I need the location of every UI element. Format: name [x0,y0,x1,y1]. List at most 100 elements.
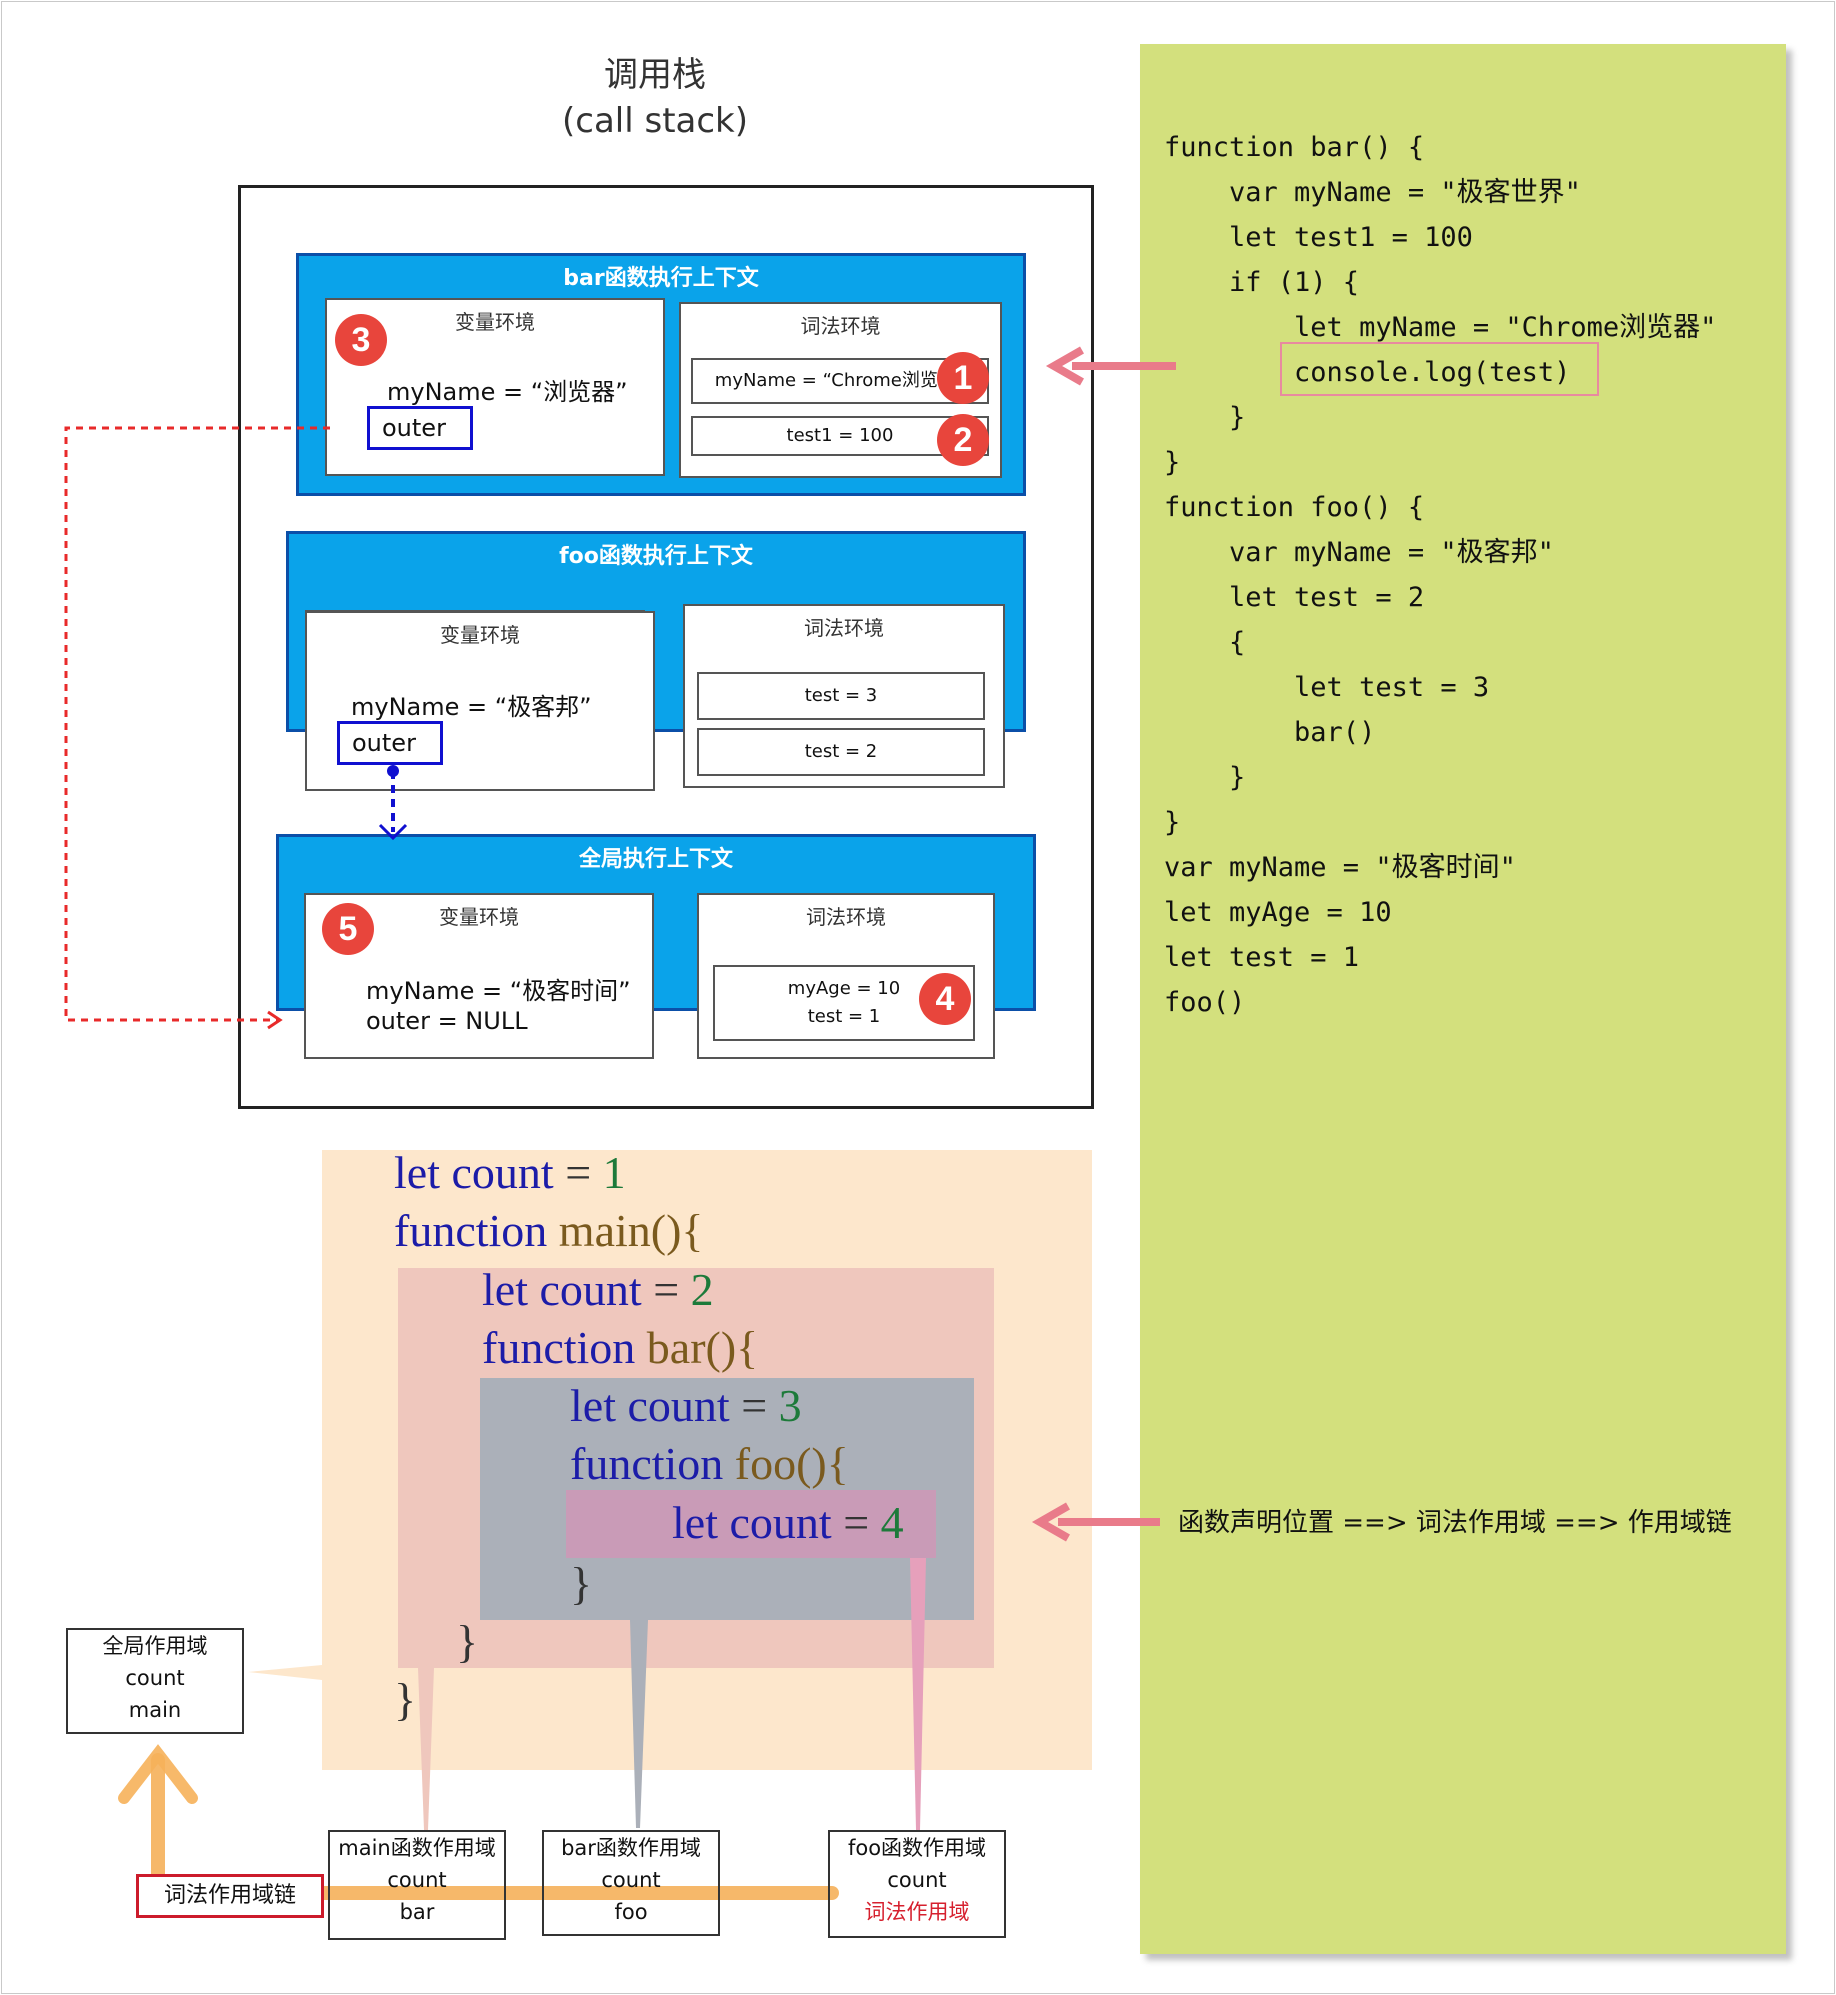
code-line: let myName = "Chrome浏览器" [1164,312,1717,343]
foo-execution-context: foo函数执行上下文 变量环境 myName = “极客邦” outer 词法环… [286,531,1026,791]
env-title: 变量环境 [439,905,519,929]
foo-variable-environment-box: 变量环境 myName = “极客邦” outer [305,611,655,791]
global-lex-line: myAge = 10 [787,978,901,999]
code-line: console.log(test) [1164,357,1571,388]
env-title: 词法环境 [800,314,881,338]
global-variable-environment: 变量环境 myName = “极客时间” outer = NULL 5 [304,893,654,1059]
operator: = [553,1147,603,1198]
bar-lexical-environment: 词法环境 myName = “Chrome浏览器” test1 = 100 1 … [679,302,1002,478]
code-line: bar() [1164,717,1376,748]
function-name: foo(){ [723,1438,849,1489]
code-line: } [1164,447,1181,478]
scope-title: bar函数作用域 [561,1836,701,1860]
scope-item: count [387,1868,447,1892]
badge-3: 3 [335,314,387,366]
scope-code-line: let count = 2 [482,1262,714,1318]
code-line: function foo() { [1164,492,1425,523]
badge-4: 4 [919,973,971,1025]
pink-arrowhead-top [1045,346,1084,386]
code-line: let test = 1 [1164,942,1360,973]
bar-outer-arrowhead [267,1010,283,1030]
foo-scope-label: 词法作用域 [864,1900,970,1924]
bar-var-line: myName = “浏览器” [387,378,628,406]
code-line: var myName = "极客世界" [1164,177,1581,208]
keyword: function [394,1205,548,1256]
code-line: foo() [1164,987,1246,1018]
global-outer-line: outer = NULL [366,1007,528,1035]
foo-lex-item: test = 3 [697,672,985,720]
env-title: 词法环境 [804,616,884,640]
number: 3 [778,1380,802,1431]
number: 4 [880,1497,904,1548]
scope-code-line: function foo(){ [570,1436,849,1492]
bar-scope-pointer [630,1620,648,1828]
code-line: } [1164,762,1246,793]
code-line: let test = 3 [1164,672,1490,703]
keyword: let count [394,1147,554,1198]
keyword: let count [672,1497,832,1548]
bar-outer: outer [367,406,473,450]
code-line: let test1 = 100 [1164,222,1473,253]
foo-scope-region [566,1490,936,1558]
number: 2 [690,1264,714,1315]
bar-scope-box: bar函数作用域 count foo [542,1830,720,1936]
closing-brace: } [394,1674,417,1725]
closing-brace: } [456,1616,479,1667]
bar-context-title: bar函数执行上下文 [563,266,759,291]
scope-chain-arrowhead [118,1744,198,1804]
scope-item: count [601,1868,661,1892]
foo-scope-box: foo函数作用域 count 词法作用域 [828,1830,1006,1938]
scope-code-line: let count = 3 [570,1378,802,1434]
badge-1: 1 [937,352,989,404]
keyword: let count [482,1264,642,1315]
number: 1 [602,1147,626,1198]
env-title: 词法环境 [806,905,886,929]
operator: = [729,1380,779,1431]
code-line: function bar() { [1164,132,1425,163]
call-stack-title: 调用栈 (call stack) [561,55,749,141]
code-line: { [1164,627,1246,658]
foo-context-title: foo函数执行上下文 [559,544,753,569]
keyword: function [570,1438,724,1489]
global-lex-line: test = 1 [807,1006,881,1027]
foo-outer: outer [337,721,443,765]
env-title: 变量环境 [455,310,535,334]
scope-item: bar [399,1900,435,1924]
bar-execution-context: bar函数执行上下文 变量环境 myName = “浏览器” outer 3 词… [296,253,1026,496]
main-scope-box: main函数作用域 count bar [328,1830,506,1940]
function-name: bar(){ [635,1322,759,1373]
scope-item: count [125,1666,185,1690]
console-log-highlight [1280,342,1599,396]
bar-outer-link [64,426,330,1022]
global-scope-box: 全局作用域 count main [66,1628,244,1734]
code-line: let myAge = 10 [1164,897,1392,928]
scope-code-line: function main(){ [394,1203,704,1259]
global-lexical-environment: 词法环境 myAge = 10 test = 1 4 [697,893,995,1059]
env-title: 变量环境 [440,623,520,647]
scope-title: main函数作用域 [338,1836,496,1860]
code-line: var myName = "极客时间" [1164,852,1516,883]
badge-2: 2 [937,414,989,466]
operator: = [641,1264,691,1315]
foo-var-line: myName = “极客邦” [351,693,592,721]
global-scope-pointer [248,1665,322,1680]
scope-code-line: let count = 1 [394,1145,626,1201]
code-line: } [1164,807,1181,838]
scope-item: foo [614,1900,648,1924]
foo-outer-arrowhead [378,823,408,841]
function-name: main(){ [547,1205,704,1256]
bar-variable-environment: 变量环境 myName = “浏览器” outer 3 [325,298,665,476]
keyword: let count [570,1380,730,1431]
scope-title: 全局作用域 [102,1634,208,1658]
badge-5: 5 [322,903,374,955]
code-line: } [1164,402,1246,433]
foo-scope-pointer [910,1558,926,1830]
global-context-title: 全局执行上下文 [578,847,733,872]
scope-code-line: function bar(){ [482,1320,758,1376]
global-var-line: myName = “极客时间” [366,977,631,1005]
scope-item: main [128,1698,182,1722]
pink-arrowhead-bottom [1031,1502,1070,1542]
code-line: let test = 2 [1164,582,1425,613]
scope-title: foo函数作用域 [847,1836,987,1860]
